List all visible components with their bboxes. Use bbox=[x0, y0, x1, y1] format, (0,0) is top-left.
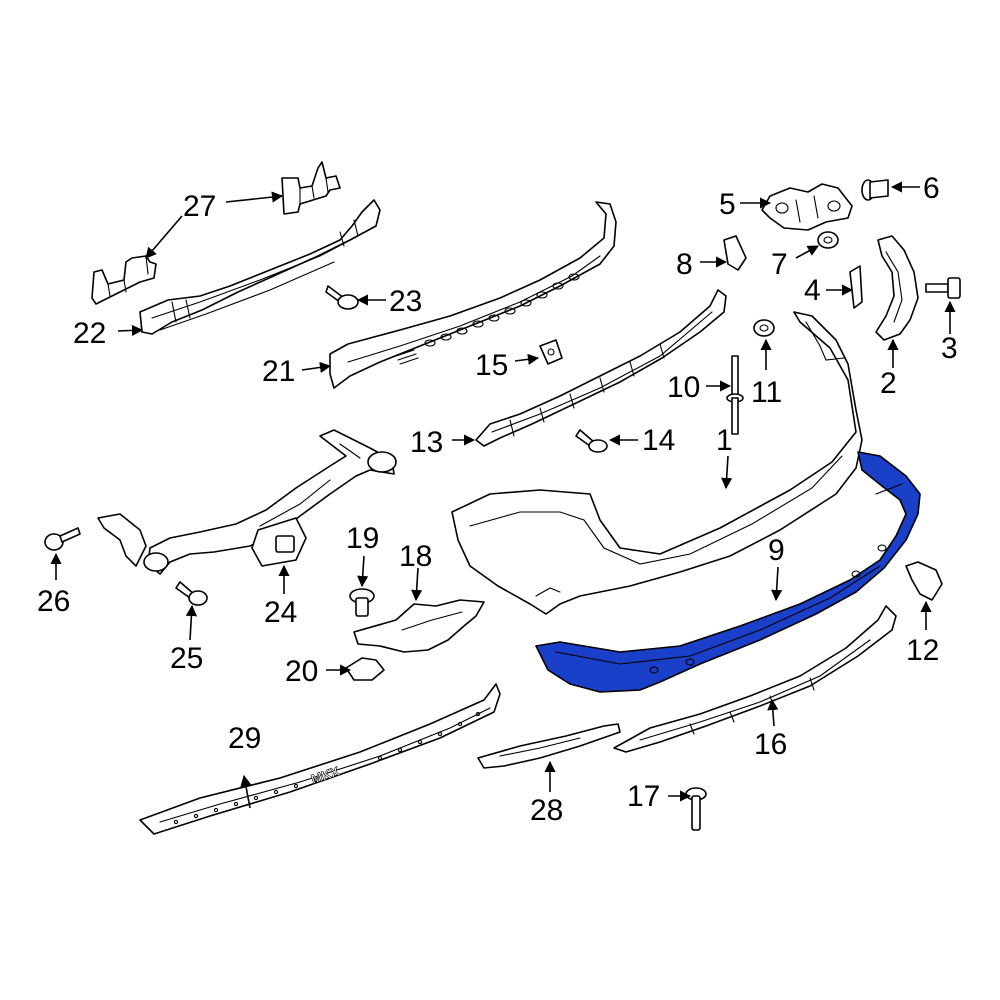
callout-8: 8 bbox=[676, 248, 693, 281]
callout-16: 16 bbox=[754, 728, 787, 761]
callout-19: 19 bbox=[346, 522, 379, 555]
callout-9: 9 bbox=[768, 534, 785, 567]
callout-18: 18 bbox=[399, 540, 432, 573]
part-19-bolt bbox=[349, 588, 375, 617]
part-21-energy-absorber bbox=[329, 201, 617, 389]
callout-22: 22 bbox=[73, 317, 106, 350]
callout-7: 7 bbox=[771, 248, 788, 281]
callout-4: 4 bbox=[804, 274, 821, 307]
callout-24: 24 bbox=[264, 596, 297, 629]
part-20-clip bbox=[345, 657, 385, 681]
callout-29: 29 bbox=[228, 722, 261, 755]
callout-12: 12 bbox=[906, 634, 939, 667]
part-28-side-trim bbox=[477, 723, 621, 769]
part-10-pin bbox=[726, 355, 744, 435]
part-15-clip bbox=[539, 339, 563, 365]
part-27-brackets bbox=[91, 161, 341, 305]
callout-3: 3 bbox=[941, 332, 958, 365]
callout-25: 25 bbox=[170, 642, 203, 675]
part-2-side-bracket bbox=[875, 235, 919, 341]
part-3-bolt bbox=[925, 277, 961, 299]
part-7-nut bbox=[817, 231, 839, 249]
callout-26: 26 bbox=[37, 585, 70, 618]
callout-28: 28 bbox=[530, 794, 563, 827]
highlighted-part bbox=[535, 451, 921, 693]
part-4-clip bbox=[849, 265, 863, 309]
part-11-nut bbox=[753, 319, 775, 337]
callout-14: 14 bbox=[642, 424, 675, 457]
part-13-bracket bbox=[475, 289, 727, 447]
callout-17: 17 bbox=[627, 780, 660, 813]
callout-21: 21 bbox=[262, 355, 295, 388]
part-16-skid-plate bbox=[613, 605, 897, 753]
callout-labels: 1 2 3 4 5 6 7 8 9 10 11 12 13 14 15 16 1… bbox=[37, 172, 958, 827]
callout-5: 5 bbox=[719, 188, 736, 221]
part-22-reinforcement-beam bbox=[139, 199, 381, 335]
part-25-bolt bbox=[175, 581, 208, 606]
callout-1: 1 bbox=[716, 424, 733, 457]
part-18-bracket bbox=[353, 599, 485, 653]
callout-2: 2 bbox=[880, 367, 897, 400]
part-9-lower-valance bbox=[535, 451, 921, 693]
part-8-clip bbox=[723, 235, 747, 271]
part-5-bracket bbox=[761, 183, 853, 231]
part-6-bolt bbox=[861, 179, 889, 201]
callout-23: 23 bbox=[389, 285, 422, 318]
callout-15: 15 bbox=[475, 349, 508, 382]
callout-11: 11 bbox=[751, 376, 782, 409]
callout-10: 10 bbox=[667, 371, 700, 404]
part-12-clip bbox=[905, 561, 943, 601]
part-14-bolt bbox=[575, 429, 608, 453]
part-1-bumper-cover bbox=[451, 311, 863, 615]
part-23-bolt bbox=[325, 285, 359, 310]
callout-6: 6 bbox=[923, 172, 940, 205]
part-24-tow-hitch bbox=[97, 429, 397, 575]
callout-13: 13 bbox=[410, 426, 443, 459]
part-17-pin bbox=[685, 787, 707, 831]
callout-arrows bbox=[50, 181, 956, 809]
part-29-scuff-plate: MKX bbox=[139, 683, 501, 835]
callout-20: 20 bbox=[285, 655, 318, 688]
part-26-bolt bbox=[44, 527, 81, 551]
callout-27: 27 bbox=[183, 190, 216, 223]
